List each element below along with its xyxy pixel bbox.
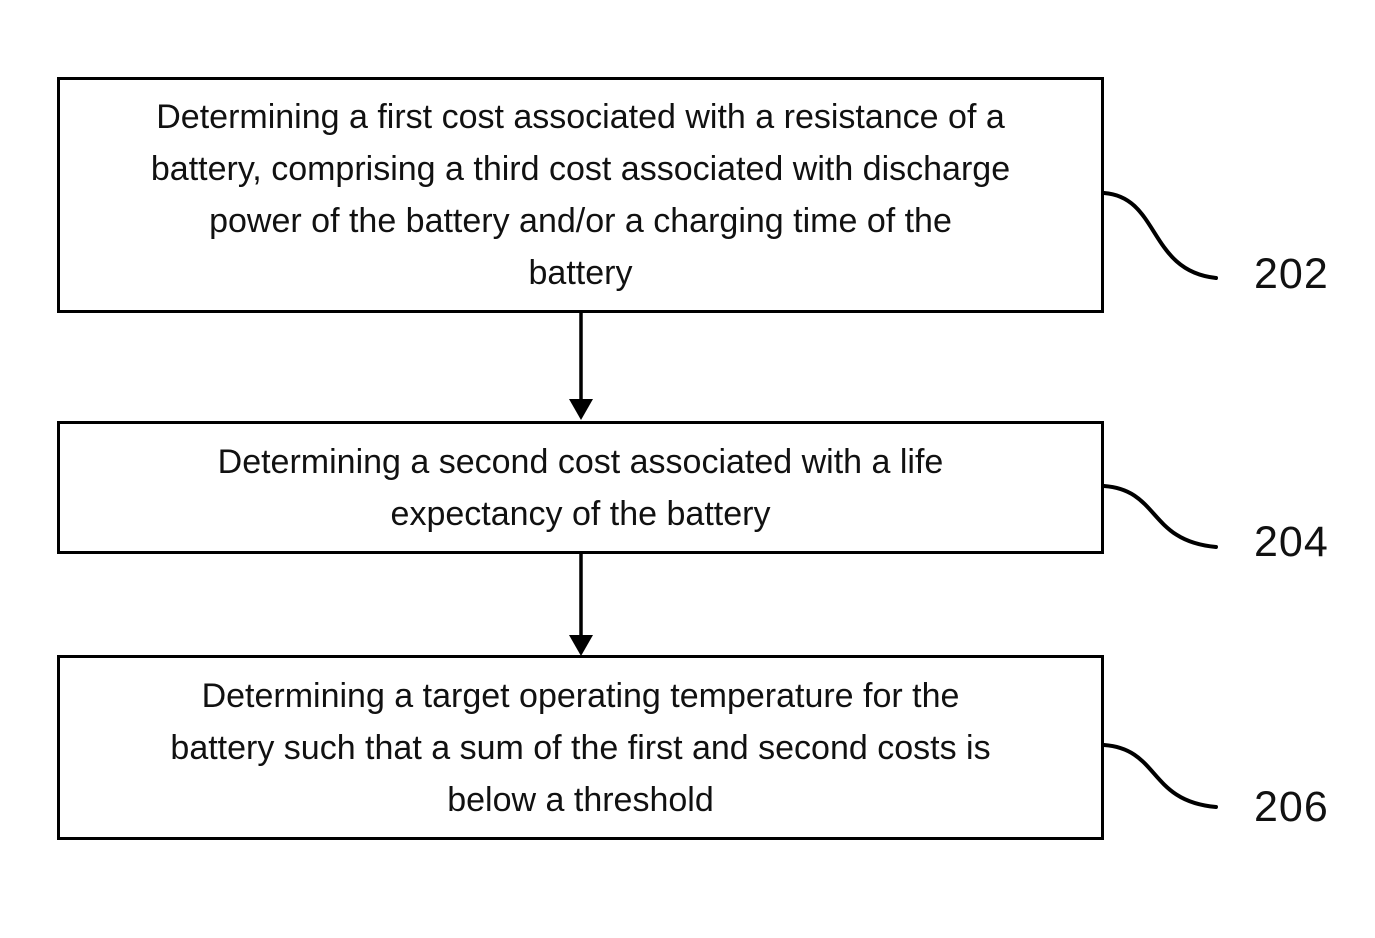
ref-label-204: 204 (1254, 518, 1329, 566)
arrow-down-1-head-icon (569, 399, 593, 420)
flow-step-206-text-line: Determining a target operating temperatu… (201, 676, 960, 715)
flow-step-206-text-line: below a threshold (447, 780, 714, 819)
ref-connector-206 (1102, 743, 1218, 809)
ref-connector-204 (1102, 484, 1218, 549)
flow-step-202-text-line: battery, comprising a third cost associa… (150, 150, 1011, 188)
ref-label-202: 202 (1254, 250, 1329, 298)
flow-step-206-box: Determining a target operating temperatu… (57, 655, 1104, 840)
flow-step-202-text-line: power of the battery and/or a charging t… (209, 202, 952, 240)
flow-step-202-text-line: battery (528, 254, 633, 292)
ref-connector-202 (1102, 191, 1218, 280)
flow-step-204-text-line: expectancy of the battery (390, 494, 771, 533)
ref-label-206: 206 (1254, 783, 1329, 831)
flow-step-206-text-line: battery such that a sum of the first and… (170, 728, 991, 767)
arrow-down-2-head-icon (569, 635, 593, 656)
flow-step-204-box: Determining a second cost associated wit… (57, 421, 1104, 554)
flow-step-202-text-line: Determining a first cost associated with… (156, 98, 1005, 136)
flow-step-204-text-line: Determining a second cost associated wit… (217, 442, 944, 481)
flow-step-202-box: Determining a first cost associated with… (57, 77, 1104, 313)
